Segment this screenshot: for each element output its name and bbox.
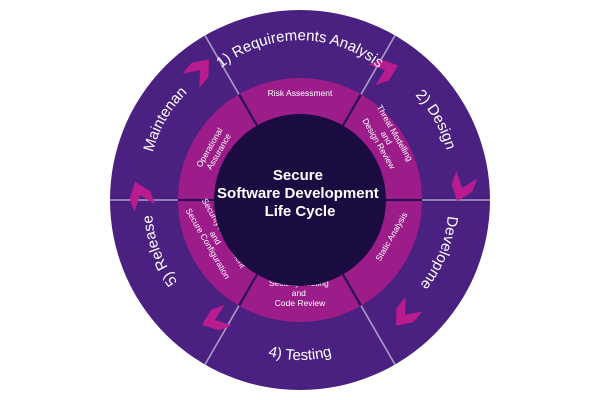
center-circle (214, 114, 386, 286)
chevron-arrow-icon (451, 171, 478, 202)
outer-dividers (110, 35, 490, 365)
chevron-arrow-icon (129, 181, 156, 212)
center-title: Secure Software Development Life Cycle (217, 167, 383, 220)
activity-risk-assessment: Risk Assessment (268, 88, 333, 98)
phase-arrows (129, 59, 478, 331)
chevron-arrow-icon (182, 59, 209, 88)
chevron-arrow-icon (396, 297, 423, 326)
chevron-arrow-icon (201, 304, 232, 331)
chevron-arrow-icon (368, 59, 399, 86)
inner-dividers (178, 93, 422, 307)
phase-label-testing: 4) Testing (267, 343, 333, 364)
